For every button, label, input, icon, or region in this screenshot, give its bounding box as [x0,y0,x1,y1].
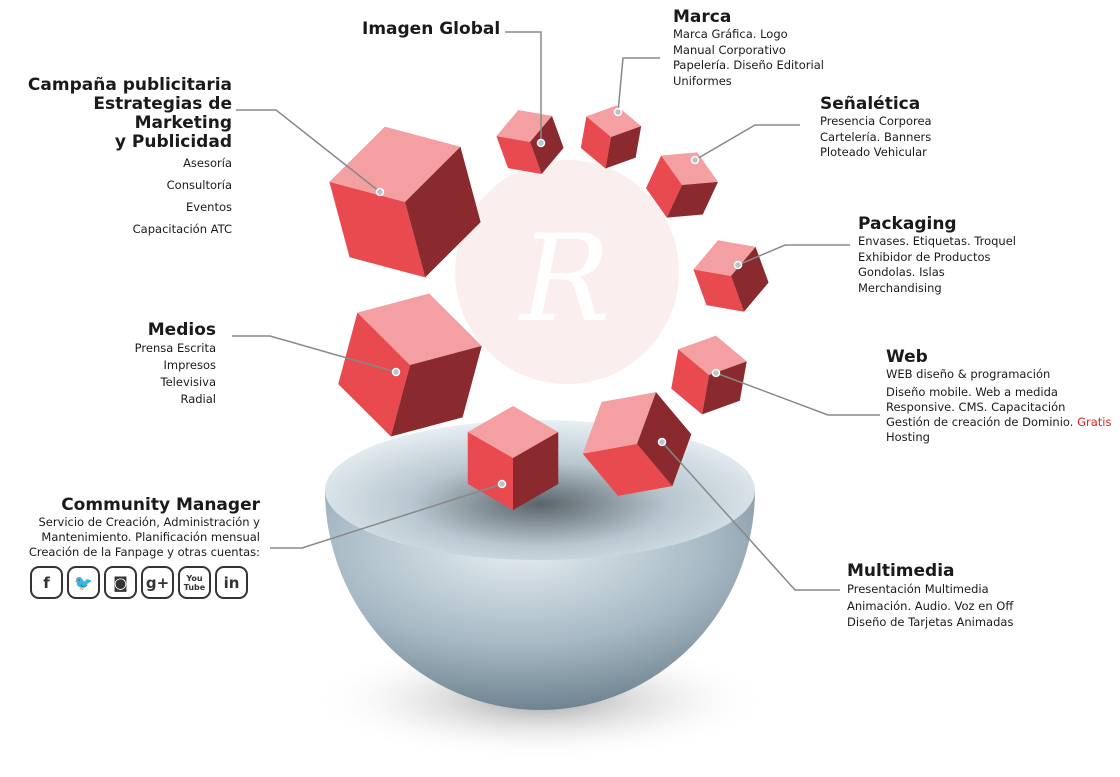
item: Servicio de Creación, Administración y [38,515,260,529]
item: Diseño mobile. Web a medida [886,385,1058,399]
connector-line [694,124,800,161]
connector-dot [391,367,401,377]
social-icons: f 🐦 ◙ g+ You Tube in [30,566,248,599]
cube-packaging [693,240,769,312]
twitter-icon[interactable]: 🐦 [67,566,100,599]
connector-line [270,483,503,549]
item: Mantenimiento. Planificación mensual [41,530,260,544]
item: Exhibidor de Productos [858,249,991,264]
connector-line [505,31,542,143]
section-title: Packaging [858,214,957,234]
cube-web [671,335,747,415]
section-medios: Medios Prensa Escrita Impresos Televisiv… [96,321,216,408]
item: Presencia Corporea [820,114,932,128]
connector-dot [657,437,667,447]
connector-line [236,109,381,193]
section-title: Estrategias de Marketing [93,94,232,133]
item: Hosting [886,430,930,444]
section-web: Web WEB diseño & programación Diseño mob… [886,348,1111,445]
section-imagen-global: Imagen Global [362,20,500,39]
item: Creación de la Fanpage y otras cuentas: [28,545,260,559]
connector-line [661,441,840,591]
facebook-icon[interactable]: f [30,566,63,599]
item: Impresos [163,358,216,372]
connector-line [232,335,397,373]
cube-marca [580,105,642,169]
item: Eventos [186,200,232,214]
item: Prensa Escrita [134,341,216,355]
connector-dot [536,138,546,148]
watermark-logo [455,160,679,384]
item: Cartelería. Banners [820,129,932,144]
connector-dot [375,187,385,197]
cube-campana [329,126,481,278]
section-senaletica: Señalética Presencia Corporea Cartelería… [820,95,932,161]
youtube-icon[interactable]: You Tube [178,566,211,599]
section-title: Medios [147,320,216,340]
section-marca: Marca Marca Gráfica. Logo Manual Corpora… [673,8,824,89]
item: Uniformes [673,73,732,88]
cube-senaletica [646,152,718,218]
item: Responsive. CMS. Capacitación [886,400,1066,414]
item: Asesoría [183,156,232,170]
item: Diseño de Tarjetas Animadas [847,615,1014,629]
section-title: Community Manager [61,495,260,515]
item: Papelería. Diseño Editorial [673,58,824,72]
connector-dot [690,155,700,165]
connector-line [715,372,880,416]
cube-medios [338,293,482,437]
connector-line [737,244,850,266]
section-title: Multimedia [847,561,955,581]
connector-dot [711,368,721,378]
item: Presentación Multimedia [847,582,989,596]
section-title: y Publicidad [114,132,232,152]
item: Gondolas. Islas [858,265,945,279]
gratis-highlight: Gratis [1077,415,1112,429]
item: Televisiva [160,375,216,389]
svg-text:R: R [518,210,610,349]
section-title: Web [886,347,928,367]
item: Merchandising [858,280,942,295]
item: Manual Corporativo [673,42,786,57]
item: Envases. Etiquetas. Troquel [858,234,1016,248]
connector-dot [733,260,743,270]
section-packaging: Packaging Envases. Etiquetas. Troquel Ex… [858,215,1016,296]
connector-dot [497,479,507,489]
item: Consultoría [166,178,232,192]
section-multimedia: Multimedia Presentación Multimedia Anima… [847,562,1013,631]
item: Ploteado Vehicular [820,145,927,159]
connector-line [617,57,660,113]
section-title: Campaña publicitaria [27,75,232,95]
item: WEB diseño & programación [886,367,1051,381]
cube-center [467,406,559,510]
item: Animación. Audio. Voz en Off [847,598,1014,613]
cube-imagen-global [496,110,564,174]
section-title: Señalética [820,94,921,114]
linkedin-icon[interactable]: in [215,566,248,599]
item: Radial [180,392,216,406]
section-title: Imagen Global [362,19,501,39]
section-community-manager: Community Manager Servicio de Creación, … [0,496,260,560]
instagram-icon[interactable]: ◙ [104,566,137,599]
google-plus-icon[interactable]: g+ [141,566,174,599]
item: Marca Gráfica. Logo [673,27,788,41]
section-campana: Campaña publicitaria Estrategias de Mark… [0,76,232,240]
item: Gestión de creación de Dominio. [886,415,1074,429]
section-title: Marca [673,7,732,27]
connector-dot [613,107,623,117]
item: Capacitación ATC [132,222,232,236]
